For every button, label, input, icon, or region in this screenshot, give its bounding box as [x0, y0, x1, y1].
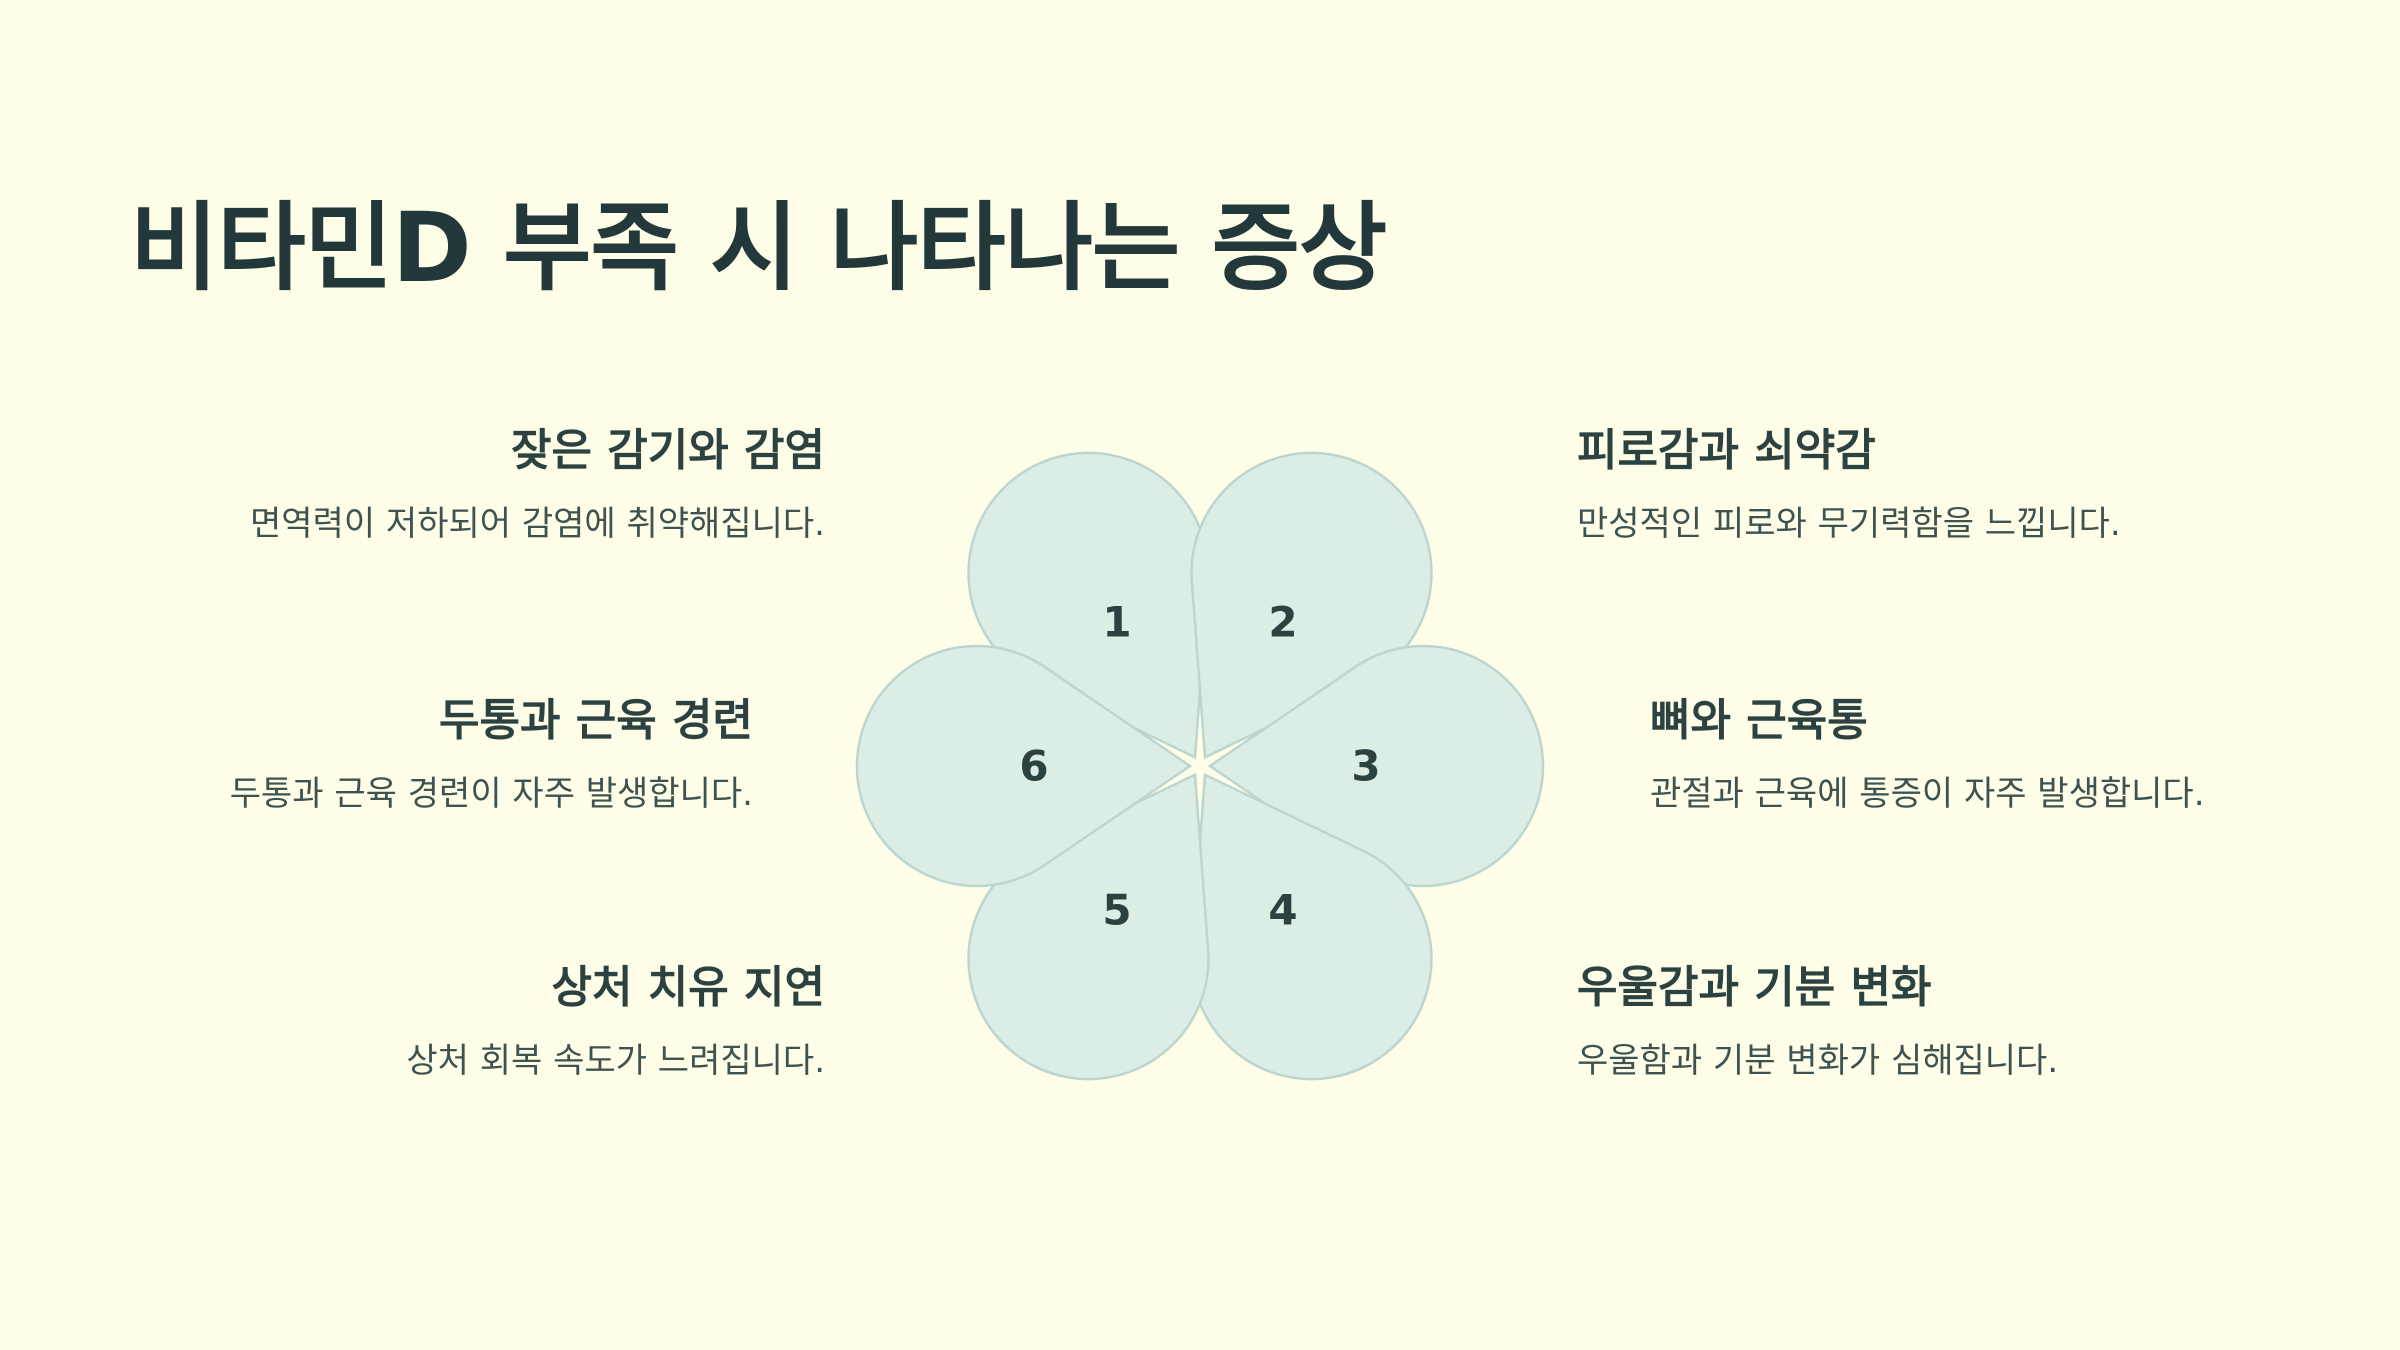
item-1: 잦은 감기와 감염 면역력이 저하되어 감염에 취약해집니다.: [205, 425, 825, 545]
item-5-desc: 상처 회복 속도가 느려집니다.: [406, 1040, 825, 1081]
petal-3: [1207, 644, 1545, 888]
item-5-heading: 상처 치유 지연: [551, 962, 825, 1013]
petal-5-number: 5: [1102, 885, 1131, 934]
petal-1-number: 1: [1102, 598, 1131, 647]
petal-4-number: 4: [1268, 885, 1297, 934]
item-6-heading: 두통과 근육 경련: [439, 695, 753, 746]
petal-2-number: 2: [1268, 598, 1297, 647]
petal-1: [967, 451, 1210, 760]
item-2-heading: 피로감과 쇠약감: [1577, 425, 1876, 476]
item-3-desc: 관절과 근육에 통증이 자주 발생합니다.: [1650, 773, 2205, 814]
item-5: 상처 치유 지연 상처 회복 속도가 느려집니다.: [205, 962, 825, 1082]
item-2-desc: 만성적인 피로와 무기력함을 느낍니다.: [1577, 503, 2121, 544]
petal-4: [1190, 772, 1433, 1081]
petal-6-number: 6: [1019, 742, 1048, 791]
item-4-desc: 우울함과 기분 변화가 심해집니다.: [1577, 1040, 2059, 1081]
item-2: 피로감과 쇠약감 만성적인 피로와 무기력함을 느낍니다.: [1577, 425, 2197, 545]
item-3-heading: 뼈와 근육통: [1650, 695, 1868, 746]
item-6: 두통과 근육 경련 두통과 근육 경련이 자주 발생합니다.: [133, 695, 753, 815]
petal-3-number: 3: [1351, 742, 1380, 791]
page-title: 비타민D 부족 시 나타나는 증상: [130, 192, 1387, 304]
petal-2: [1190, 451, 1433, 760]
item-3: 뼈와 근육통 관절과 근육에 통증이 자주 발생합니다.: [1650, 695, 2270, 815]
item-6-desc: 두통과 근육 경련이 자주 발생합니다.: [229, 773, 753, 814]
item-1-desc: 면역력이 저하되어 감염에 취약해집니다.: [250, 503, 825, 544]
petal-5: [967, 772, 1210, 1081]
item-4: 우울감과 기분 변화 우울함과 기분 변화가 심해집니다.: [1577, 962, 2197, 1082]
item-4-heading: 우울감과 기분 변화: [1577, 962, 1932, 1013]
item-1-heading: 잦은 감기와 감염: [511, 425, 825, 476]
petal-6: [855, 644, 1193, 888]
